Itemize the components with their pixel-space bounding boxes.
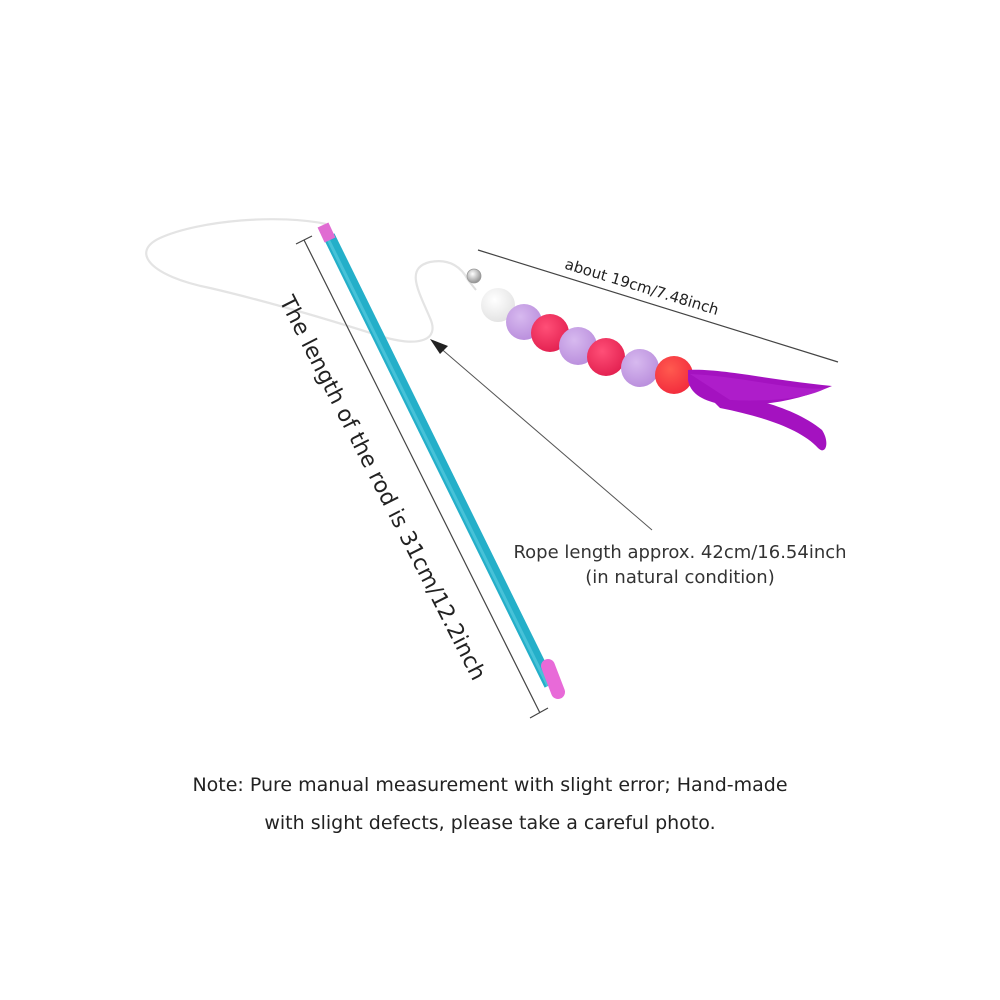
bell-icon [466,268,482,291]
rope-pointer-arrow [430,339,653,531]
rod-top-tip [317,222,336,243]
rope-length-line2: (in natural condition) [585,567,775,588]
rope-length-label: Rope length approx. 42cm/16.54inch (in n… [505,540,855,590]
note-line-1: Note: Pure manual measurement with sligh… [192,774,788,796]
note-line-2: with slight defects, please take a caref… [264,812,716,834]
rope [145,218,469,343]
rod-bottom-tip [541,659,565,699]
rope-length-line1: Rope length approx. 42cm/16.54inch [513,542,847,563]
feather-measure-line [477,249,839,363]
rod-measure-line [295,235,549,719]
pom-pom-string [481,288,693,394]
feathers [688,369,832,451]
rod [317,222,565,699]
